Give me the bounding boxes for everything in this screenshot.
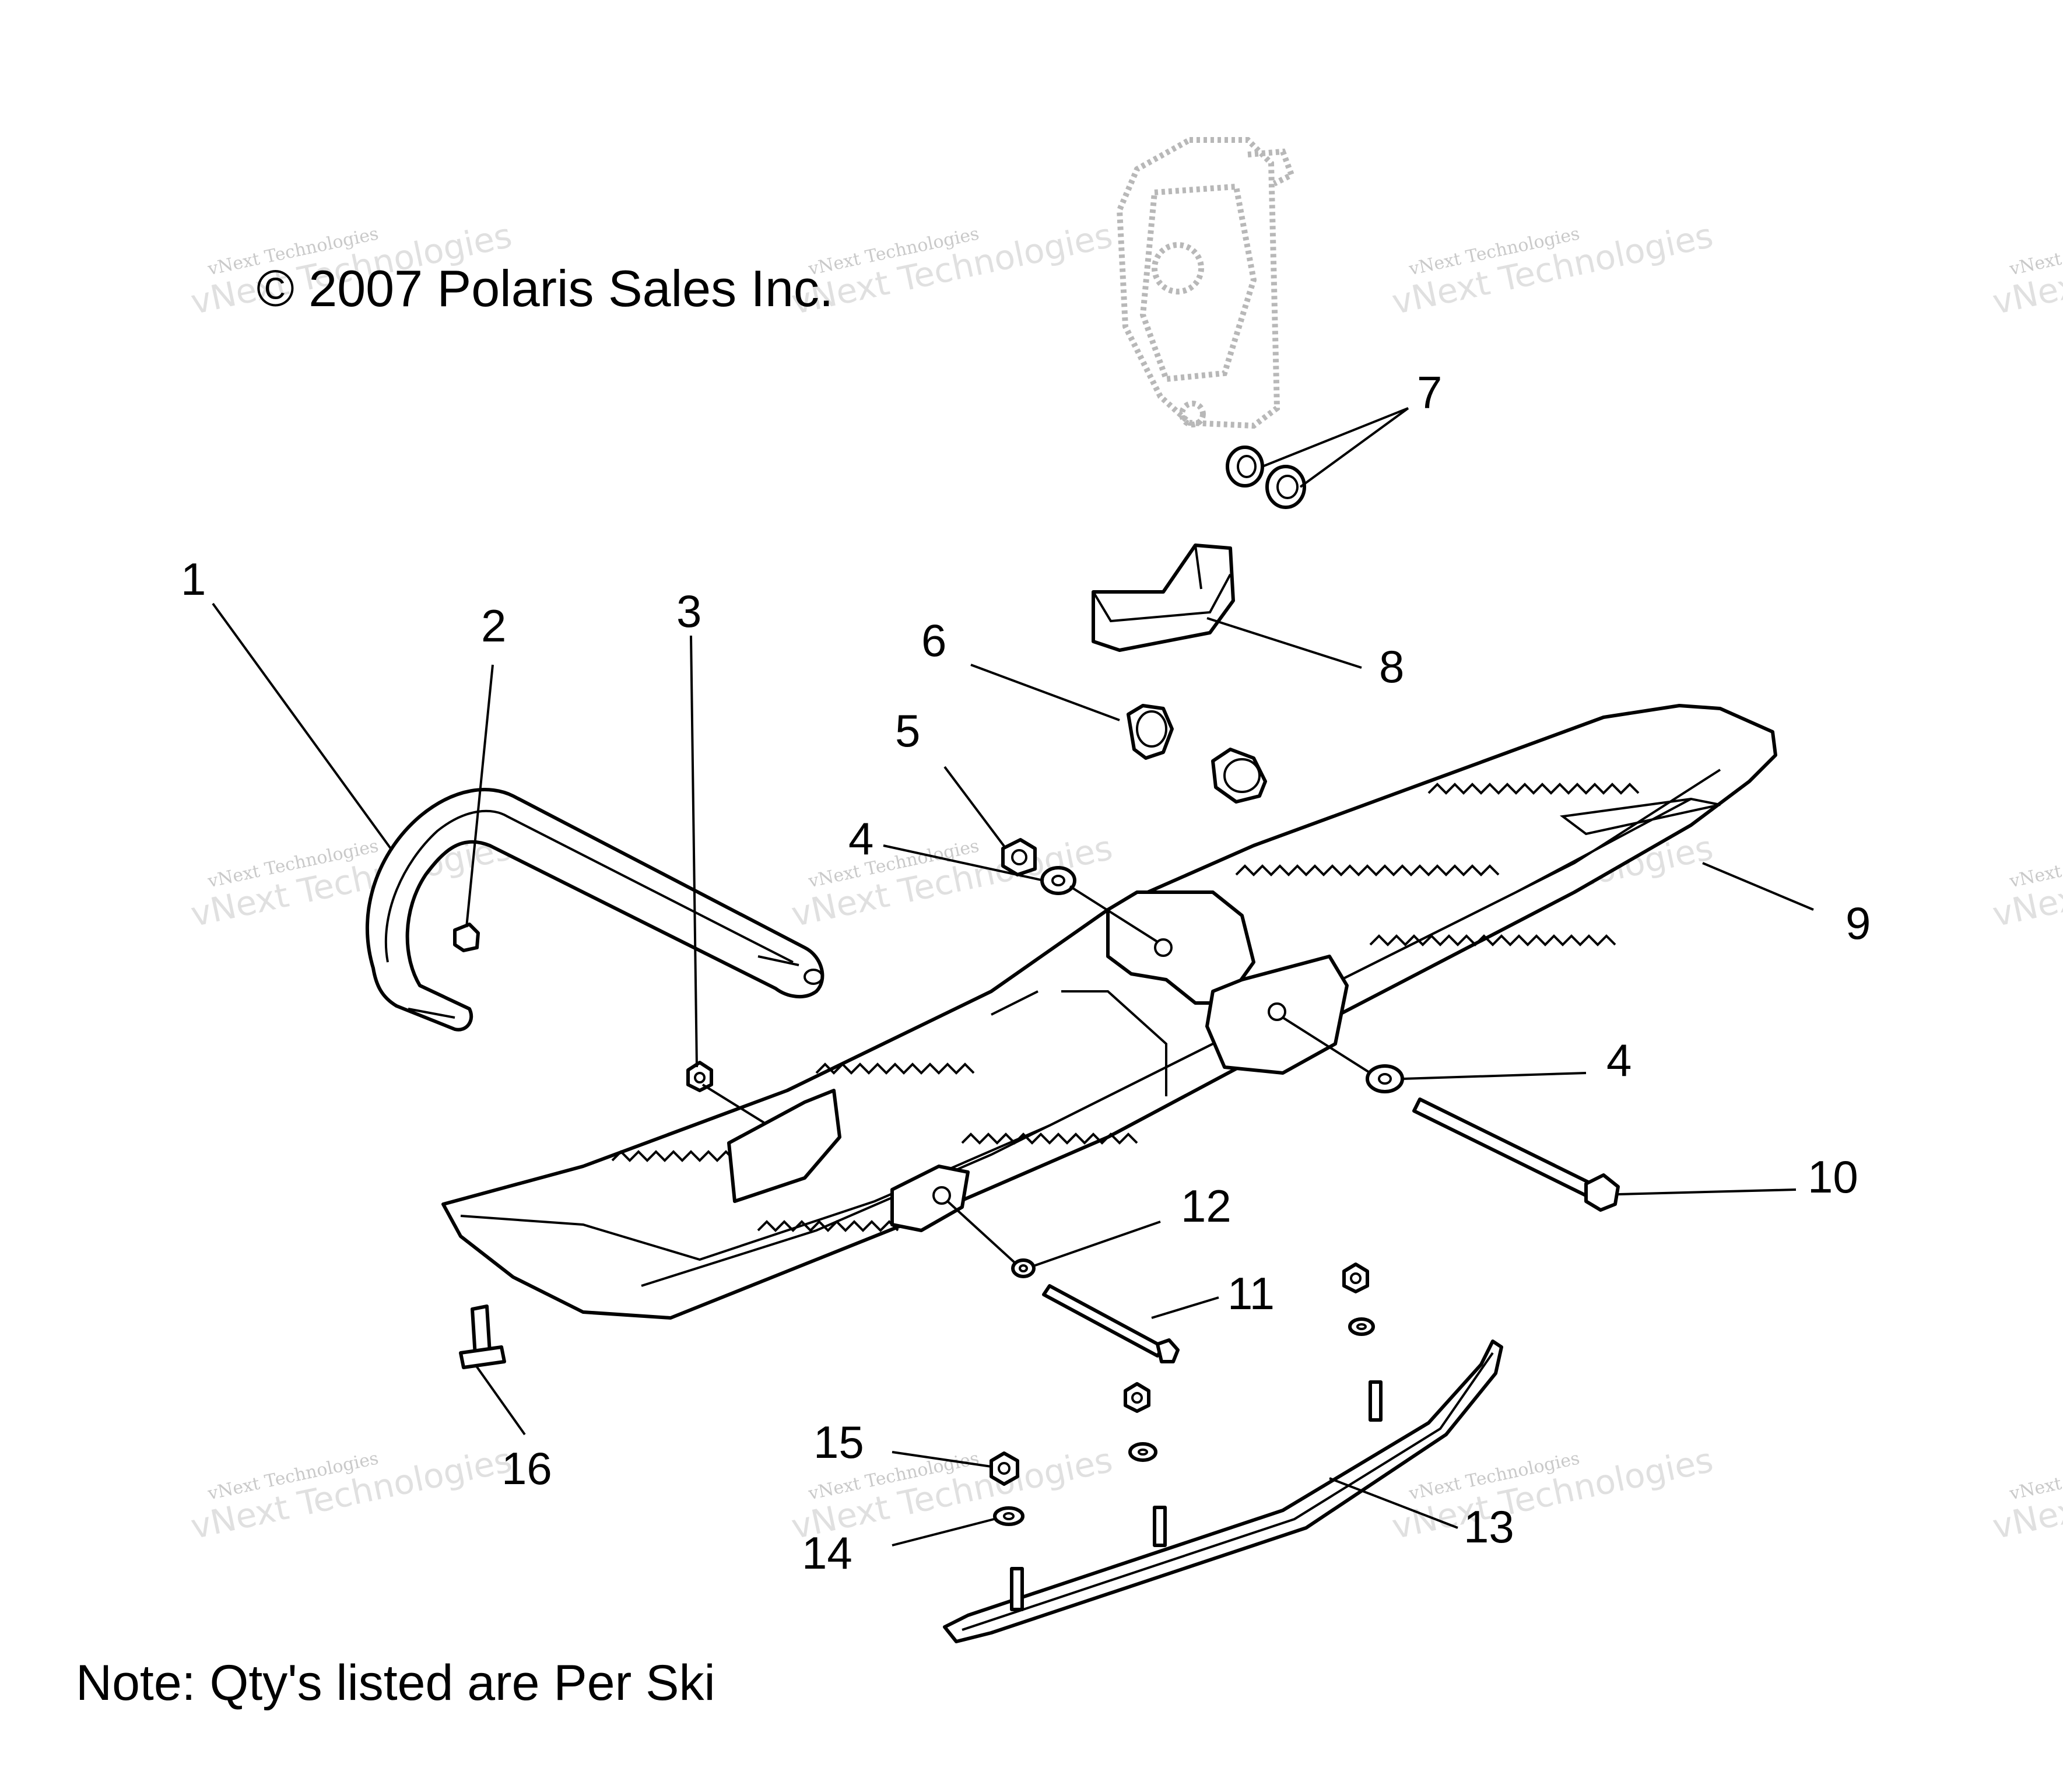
wear-block	[1092, 543, 1235, 652]
bushings	[1226, 446, 1306, 509]
leader-line	[1329, 1477, 1458, 1529]
callout-1: 1	[181, 553, 206, 605]
spindle-ghost	[1116, 137, 1296, 429]
washer	[1366, 1064, 1404, 1093]
callout-11: 11	[1227, 1268, 1275, 1319]
carbide-washer	[1128, 1442, 1157, 1462]
callout-16: 16	[501, 1443, 552, 1494]
leader-line	[1702, 862, 1814, 911]
ski-body	[441, 704, 1777, 1320]
carbide-washer	[1348, 1317, 1375, 1336]
long-bolt	[1412, 1097, 1620, 1212]
lock-nut	[990, 1451, 1019, 1486]
flanged-bushing	[1127, 704, 1174, 760]
leader-line	[892, 1518, 995, 1546]
callout-5: 5	[895, 705, 920, 756]
leader-line	[892, 1451, 992, 1468]
washer	[1040, 866, 1076, 895]
leader-line	[1262, 407, 1409, 468]
leader-line	[946, 1200, 1016, 1264]
callout-4: 4	[848, 813, 873, 864]
callout-14: 14	[802, 1527, 852, 1579]
push-nut	[453, 923, 480, 952]
callouts: 1 2 3 4 5 6 7 8 9 4 10 12 11 15 14 16 13	[181, 367, 1871, 1579]
carbide-nut	[1342, 1263, 1369, 1293]
leader-line	[1034, 1221, 1161, 1267]
carbide-nut	[1124, 1382, 1150, 1413]
washer-small	[1011, 1258, 1036, 1278]
carbide-runner	[943, 1339, 1503, 1643]
leader-line	[1402, 1072, 1587, 1080]
flanged-bushing	[1211, 748, 1267, 804]
leader-line	[1069, 885, 1159, 943]
leader-line	[212, 602, 392, 850]
callout-15: 15	[813, 1416, 864, 1468]
rivet	[459, 1304, 506, 1369]
callout-12: 12	[1181, 1180, 1232, 1232]
leader-line	[883, 844, 1044, 882]
callout-7: 7	[1417, 367, 1442, 418]
callout-13: 13	[1464, 1501, 1514, 1552]
leader-line	[1282, 1016, 1371, 1074]
copyright-text: © 2007 Polaris Sales Inc.	[257, 259, 833, 317]
leader-line	[701, 1083, 765, 1124]
callout-2: 2	[481, 600, 506, 651]
flat-washer	[993, 1506, 1025, 1526]
leader-line	[690, 635, 698, 1068]
leader-line	[1206, 617, 1362, 669]
note-text: Note: Qty's listed are Per Ski	[76, 1655, 715, 1711]
short-bolt	[1042, 1284, 1180, 1363]
leader-line	[1151, 1296, 1219, 1319]
leader-line	[1618, 1188, 1797, 1195]
leader-line	[465, 664, 494, 928]
callout-6: 6	[921, 615, 946, 666]
leader-line	[943, 766, 1007, 850]
nut	[1001, 838, 1037, 876]
leader-line	[970, 664, 1120, 721]
callout-9: 9	[1846, 897, 1871, 949]
callout-4b: 4	[1606, 1034, 1632, 1086]
leader-line	[474, 1363, 526, 1436]
leader-line	[1299, 407, 1409, 488]
ski-loop-handle	[365, 788, 825, 1032]
hex-nut	[686, 1061, 713, 1092]
callout-8: 8	[1379, 641, 1404, 692]
callout-3: 3	[676, 585, 701, 637]
leader-lines	[212, 407, 1814, 1546]
callout-10: 10	[1808, 1151, 1858, 1202]
